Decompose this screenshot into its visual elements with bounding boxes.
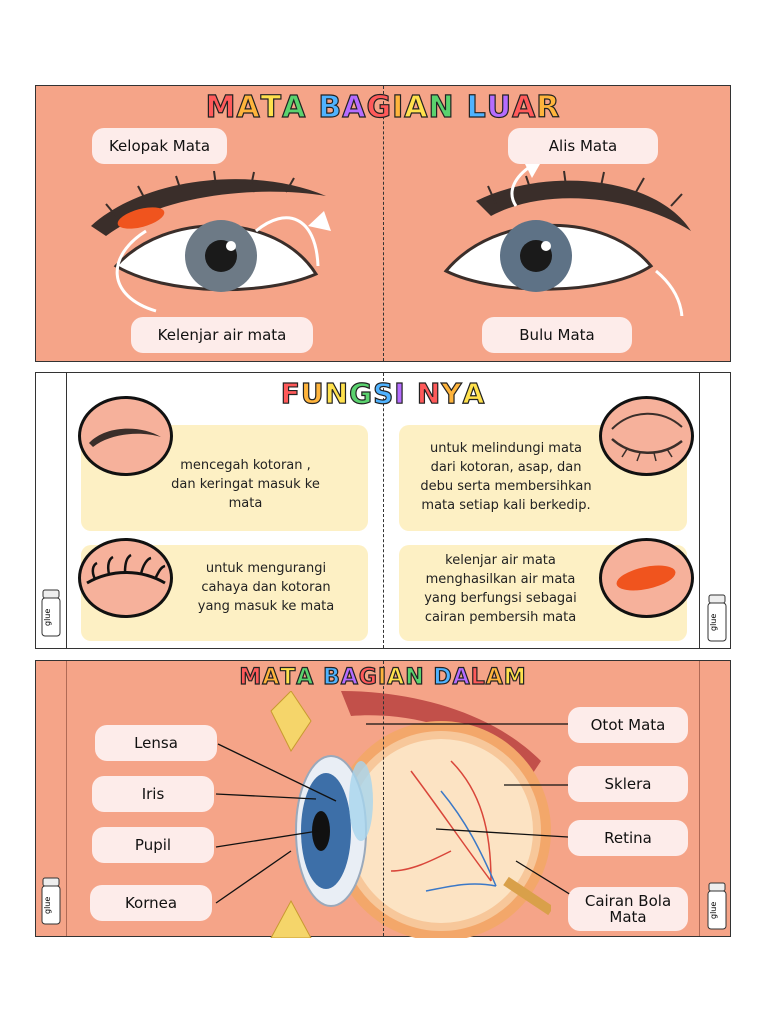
section-luar-title: MATA BAGIAN LUAR <box>36 89 730 125</box>
left-eye-illustration <box>91 170 331 313</box>
text-line: cairan pembersih mata <box>424 610 577 625</box>
glue-stick-icon <box>41 589 61 637</box>
label-pupil: Pupil <box>92 827 214 863</box>
text-line: untuk melindungi mata <box>429 441 583 456</box>
text-line: menghasilkan air mata <box>425 572 576 587</box>
glue-stick-right: glue <box>706 881 728 935</box>
label-lensa: Lensa <box>95 725 217 761</box>
fold-line <box>383 661 384 936</box>
eyelash-icon <box>86 553 166 585</box>
glue-stick-left: glue <box>40 876 62 930</box>
label-alis-mata: Alis Mata <box>508 128 658 164</box>
glue-label: glue <box>709 901 718 919</box>
label-otot-mata: Otot Mata <box>568 707 688 743</box>
label-kelopak-mata: Kelopak Mata <box>92 128 227 164</box>
flap-left-line <box>66 661 67 936</box>
text-line: yang masuk ke mata <box>197 599 335 614</box>
glue-label: glue <box>43 608 52 626</box>
text-line: kelenjar air mata <box>445 553 556 568</box>
text-line: dari kotoran, asap, dan <box>430 460 582 475</box>
label-retina: Retina <box>568 820 688 856</box>
pointer-lines <box>215 723 577 904</box>
label-kelenjar-air-mata: Kelenjar air mata <box>131 317 313 353</box>
tear-gland-icon <box>616 565 676 591</box>
section-dalam-title: MATA BAGIAN DALAM <box>36 664 730 690</box>
label-iris: Iris <box>92 776 214 812</box>
glue-stick-left: glue <box>40 588 62 642</box>
glue-stick-icon <box>707 594 727 642</box>
card-kelenjar-text: kelenjar air mata menghasilkan air mata … <box>408 551 593 627</box>
glue-stick-right: glue <box>706 593 728 647</box>
glue-stick-icon <box>707 882 727 930</box>
section-dalam: MATA BAGIAN DALAM Lensa Iris Pupil Korne… <box>35 660 731 938</box>
label-sklera: Sklera <box>568 766 688 802</box>
card-bulu-text: untuk mengurangi cahaya dan kotoran yang… <box>176 559 356 616</box>
text-line: mata setiap kali berkedip. <box>421 498 591 513</box>
title-text: MATA BAGIAN LUAR <box>205 89 561 125</box>
label-kornea: Kornea <box>90 885 212 921</box>
title-text: MATA BAGIAN DALAM <box>239 664 527 690</box>
closed-eye-icon <box>611 412 683 462</box>
circle-eyebrow <box>78 396 173 476</box>
circle-eyelash <box>78 538 173 618</box>
circle-tear-gland <box>599 538 694 618</box>
text-line: Cairan Bola <box>584 892 672 910</box>
flap-left-line <box>66 373 67 648</box>
label-cairan-bola-mata: Cairan Bola Mata <box>568 887 688 931</box>
fold-line <box>383 373 384 648</box>
label-bulu-mata: Bulu Mata <box>482 317 632 353</box>
title-text: FUNGSI NYA <box>280 376 486 410</box>
flap-right-line <box>699 373 700 648</box>
text-line: untuk mengurangi <box>205 561 327 576</box>
text-line: debu serta membersihkan <box>420 479 592 494</box>
section-fungsi-title: FUNGSI NYA <box>36 376 730 410</box>
flap-right-line <box>699 661 700 936</box>
card-kelopak-text: untuk melindungi mata dari kotoran, asap… <box>401 439 611 515</box>
fold-line <box>383 86 384 361</box>
text-line: yang berfungsi sebagai <box>424 591 577 606</box>
section-luar: MATA BAGIAN LUAR Kelopak Ma <box>35 85 731 362</box>
text-line: mencegah kotoran , <box>180 458 311 473</box>
glue-stick-icon <box>41 877 61 925</box>
circle-closed-eye <box>599 396 694 476</box>
glue-label: glue <box>43 896 52 914</box>
eyebrow-icon <box>89 428 161 447</box>
text-line: cahaya dan kotoran <box>201 580 331 595</box>
card-alis-text: mencegah kotoran , dan keringat masuk ke… <box>148 456 343 513</box>
right-eye-illustration <box>443 162 691 316</box>
section-fungsi: FUNGSI NYA <box>35 372 731 649</box>
glue-label: glue <box>709 613 718 631</box>
text-line: mata <box>228 496 263 511</box>
text-line: dan keringat masuk ke <box>171 477 320 492</box>
text-line: Mata <box>609 908 647 926</box>
